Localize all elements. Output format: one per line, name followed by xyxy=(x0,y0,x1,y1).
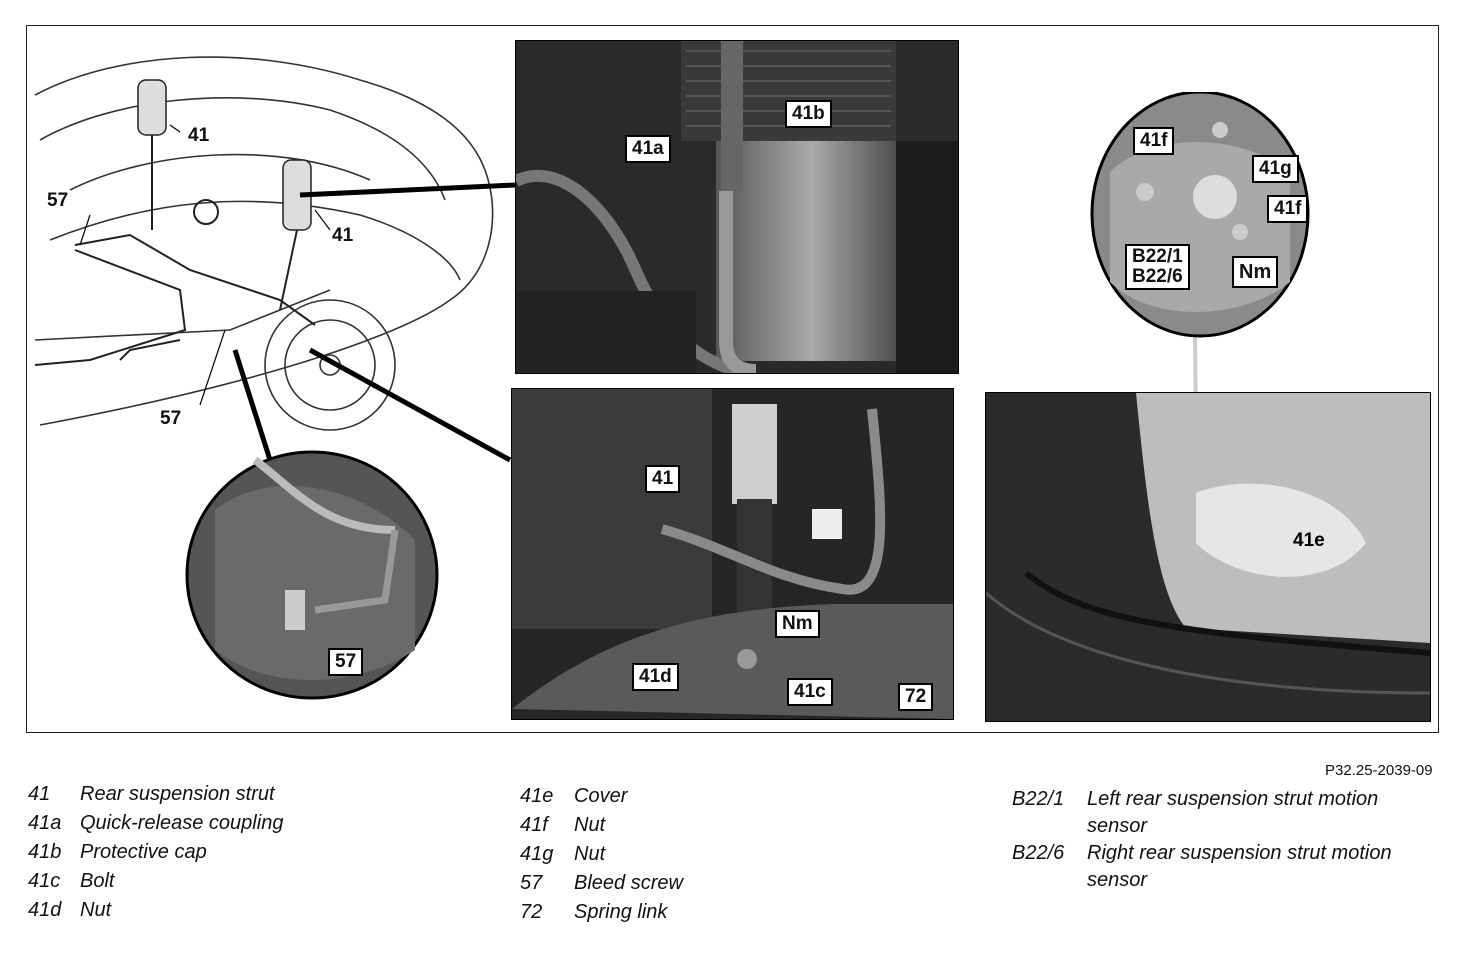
legend-item: 41g Nut xyxy=(520,840,683,869)
legend-item: 41c Bolt xyxy=(28,867,283,896)
legend-item: B22/1 Left rear suspension strut motion s… xyxy=(1012,786,1437,840)
legend-text: Spring link xyxy=(574,901,668,923)
callout-41f-a: 41f xyxy=(1133,127,1175,155)
legend-item: 72 Spring link xyxy=(520,898,683,927)
legend-code: 41a xyxy=(28,812,62,834)
callout-41d: 41d xyxy=(632,663,679,691)
legend-item: 41a Quick-release coupling xyxy=(28,809,283,838)
legend-text: Bleed screw xyxy=(574,872,683,894)
callout-72: 72 xyxy=(898,683,934,711)
legend-text: Nut xyxy=(574,814,606,836)
callout-b22-1: B22/1 xyxy=(1132,246,1183,267)
legend-code: 41f xyxy=(520,814,548,836)
legend-code: 41 xyxy=(28,783,51,805)
legend-text: Protective cap xyxy=(80,841,207,863)
legend-text: Right rear suspension strut motion senso… xyxy=(1087,842,1392,891)
legend-item: 41d Nut xyxy=(28,896,283,925)
legend-text: Nut xyxy=(80,899,112,921)
callout-41b: 41b xyxy=(785,100,832,128)
callout-nm-mid: Nm xyxy=(775,610,820,638)
legend-text: Rear suspension strut xyxy=(80,783,275,805)
callout-57-bleed: 57 xyxy=(328,648,364,676)
overview-callout-41-b: 41 xyxy=(332,225,354,246)
callout-41c: 41c xyxy=(787,678,833,706)
photo-strut-top xyxy=(515,40,959,374)
legend-code: B22/1 xyxy=(1012,788,1065,810)
photo-strut-mount xyxy=(511,388,954,720)
legend-col1: 41 Rear suspension strut 41a Quick-release… xyxy=(28,780,283,925)
legend-col3: B22/1 Left rear suspension strut motion s… xyxy=(1012,786,1437,894)
photo-cover-svg xyxy=(986,393,1430,721)
legend-text: Nut xyxy=(574,843,606,865)
photo-cover xyxy=(985,392,1431,722)
bleed-detail-svg xyxy=(185,450,439,700)
callout-sensor-codes: B22/1 B22/6 xyxy=(1125,244,1190,290)
legend-code: 41e xyxy=(520,785,554,807)
overview-callout-57-a: 57 xyxy=(47,190,69,211)
callout-41-mid: 41 xyxy=(645,465,681,493)
legend-code: 57 xyxy=(520,872,543,894)
legend-code: 41b xyxy=(28,841,62,863)
overview-callout-41-a: 41 xyxy=(188,125,210,146)
bleed-detail-circle xyxy=(185,450,440,700)
legend-text: Quick-release coupling xyxy=(80,812,284,834)
legend-text: Bolt xyxy=(80,870,115,892)
callout-41a: 41a xyxy=(625,135,671,163)
photo-strut-top-svg xyxy=(516,41,958,373)
legend-item: 41e Cover xyxy=(520,782,683,811)
photo-strut-mount-svg xyxy=(512,389,953,719)
overview-callout-57-b: 57 xyxy=(160,408,182,429)
legend-code: 41d xyxy=(28,899,62,921)
legend-text: Left rear suspension strut motion sensor xyxy=(1087,788,1379,837)
legend-code: 72 xyxy=(520,901,543,923)
legend-code: B22/6 xyxy=(1012,842,1065,864)
callout-41f-b: 41f xyxy=(1267,195,1309,223)
callout-b22-6: B22/6 xyxy=(1132,266,1183,287)
car-overview-drawing xyxy=(30,40,500,440)
legend-item: 41f Nut xyxy=(520,811,683,840)
callout-nm-right: Nm xyxy=(1232,256,1279,288)
callout-41g: 41g xyxy=(1252,155,1299,183)
car-overview-svg xyxy=(34,56,494,431)
figure-reference: P32.25-2039-09 xyxy=(1325,762,1433,779)
legend-item: B22/6 Right rear suspension strut motion … xyxy=(1012,840,1437,894)
legend-item: 41 Rear suspension strut xyxy=(28,780,283,809)
legend-code: 41c xyxy=(28,870,61,892)
callout-41e: 41e xyxy=(1293,530,1325,551)
legend-item: 57 Bleed screw xyxy=(520,869,683,898)
legend-item: 41b Protective cap xyxy=(28,838,283,867)
legend-code: 41g xyxy=(520,843,554,865)
legend-text: Cover xyxy=(574,785,628,807)
